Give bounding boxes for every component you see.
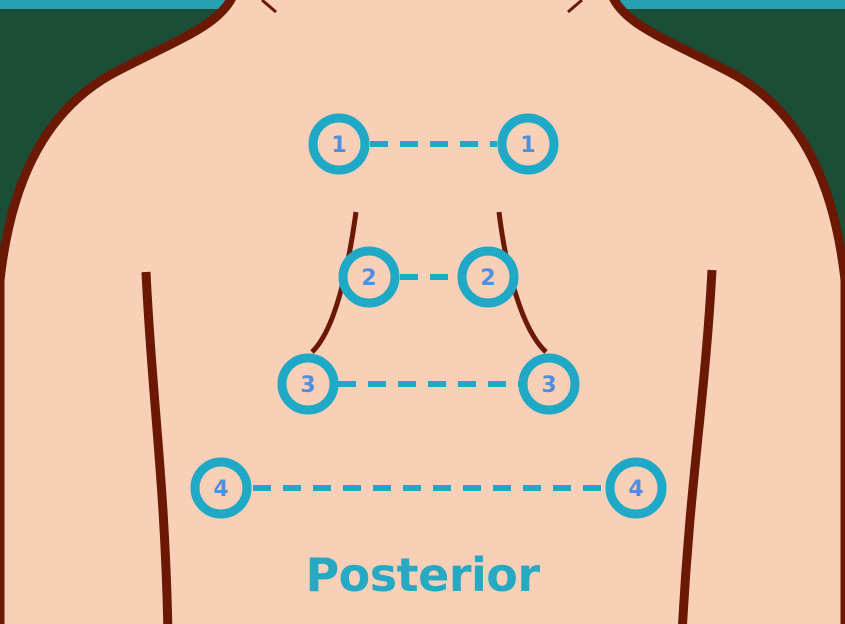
point-number: 2 [361,266,376,291]
point-number: 1 [520,133,535,158]
auscultation-point-4: 2 [462,251,514,303]
auscultation-point-6: 3 [523,358,575,410]
point-number: 3 [541,373,556,398]
point-number: 3 [300,373,315,398]
point-number: 4 [628,477,643,502]
point-number: 4 [213,477,228,502]
auscultation-point-5: 3 [282,358,334,410]
auscultation-point-2: 1 [502,118,554,170]
auscultation-point-7: 4 [195,462,247,514]
auscultation-point-1: 1 [313,118,365,170]
auscultation-point-8: 4 [610,462,662,514]
point-number: 2 [480,266,495,291]
view-title: Posterior [0,548,845,602]
point-number: 1 [331,133,346,158]
auscultation-point-3: 2 [343,251,395,303]
